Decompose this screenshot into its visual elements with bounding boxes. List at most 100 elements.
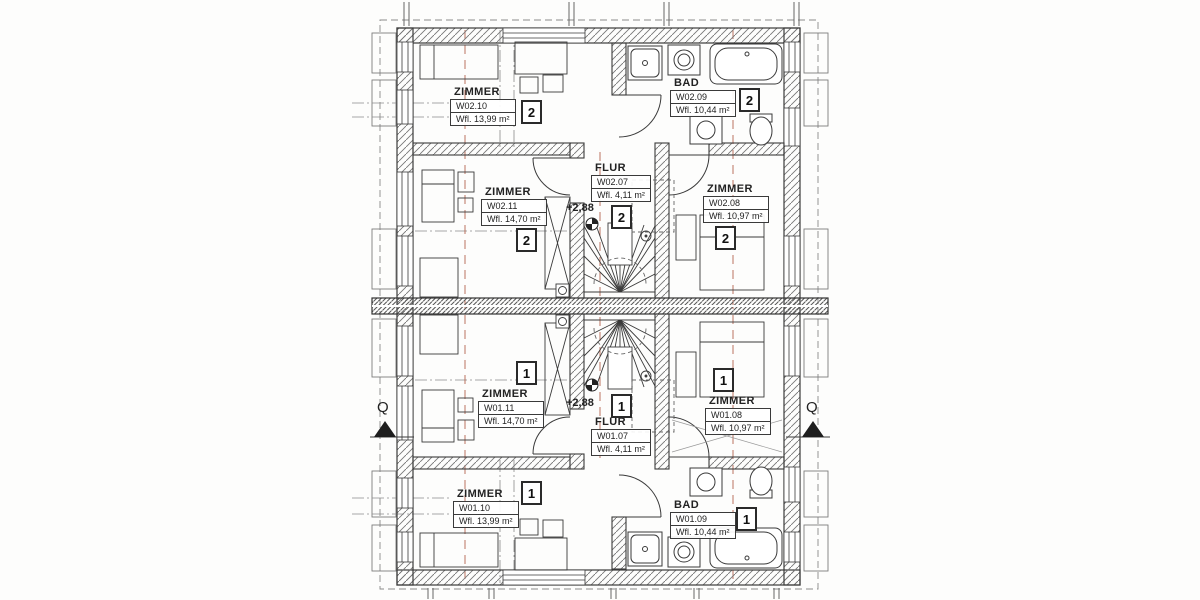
room-name: ZIMMER [707, 183, 753, 195]
room-name: ZIMMER [485, 186, 531, 198]
wardrobe-w02-11 [544, 196, 571, 298]
room-label-w01-07: FLUR W01.07 Wfl. 4,11 m² [591, 416, 651, 457]
room-label-w02-11: ZIMMER W02.11 Wfl. 14,70 m² [481, 186, 547, 227]
room-name: ZIMMER [454, 86, 500, 98]
room-area: Wfl. 13,99 m² [459, 516, 513, 526]
bath-fixtures-unit-1 [627, 466, 783, 569]
toilet-unit-1 [749, 466, 773, 499]
bathtub-unit-1 [709, 527, 783, 569]
unit-badge: 1 [713, 368, 734, 392]
room-name: BAD [674, 499, 700, 511]
room-name: BAD [674, 77, 700, 89]
room-label-w02-08: ZIMMER W02.08 Wfl. 10,97 m² [703, 183, 769, 224]
interior-walls [412, 42, 785, 570]
room-label-w01-09: BAD W01.09 Wfl. 10,44 m² [670, 499, 736, 540]
bathtub-unit-2 [709, 43, 783, 85]
room-area: Wfl. 14,70 m² [487, 214, 541, 224]
bath-fixtures-unit-2 [627, 43, 783, 146]
elevation-point-icon [585, 217, 599, 236]
room-id: W02.09 [671, 91, 735, 104]
washbasin-unit-1 [667, 536, 701, 568]
chair-w02-10a [519, 76, 539, 94]
room-id: W01.10 [454, 502, 518, 515]
room-name: ZIMMER [482, 388, 528, 400]
room-name: ZIMMER [457, 488, 503, 500]
room-id: W01.08 [706, 409, 770, 422]
room-area: Wfl. 13,99 m² [456, 114, 510, 124]
washbasin-unit-2 [667, 44, 701, 76]
staircase-unit-1 [583, 319, 675, 433]
room-area: Wfl. 10,97 m² [711, 423, 765, 433]
room-id: W01.11 [479, 402, 543, 415]
unit-badge: 1 [611, 394, 632, 418]
cabinet-w02-11b [457, 197, 474, 213]
unit-badge: 2 [611, 205, 632, 229]
bed-w01-11a [421, 389, 455, 443]
chair-w01-10b [542, 519, 564, 538]
bed-w02-11b [419, 257, 459, 298]
room-name: ZIMMER [709, 395, 755, 407]
party-wall [371, 297, 829, 315]
door-swings [532, 94, 710, 518]
unit-badge: 2 [516, 228, 537, 252]
room-id: W02.11 [482, 200, 546, 213]
section-marker-q-right: Q [806, 399, 818, 416]
section-marker-q-left: Q [377, 399, 389, 416]
desk-w02-10 [514, 41, 568, 75]
windows [396, 27, 801, 586]
section-marker-lines [370, 421, 830, 438]
elevation-label-unit-2: +2,88 [566, 202, 594, 214]
room-area: Wfl. 10,44 m² [676, 105, 730, 115]
shower-unit-1 [627, 531, 663, 567]
elevation-point-icon [585, 378, 599, 397]
room-label-w02-07: FLUR W02.07 Wfl. 4,11 m² [591, 162, 651, 203]
room-id: W02.08 [704, 197, 768, 210]
room-area: Wfl. 10,44 m² [676, 527, 730, 537]
room-area: Wfl. 10,97 m² [709, 211, 763, 221]
shower-unit-2 [627, 45, 663, 81]
bed-w02-11a [421, 169, 455, 223]
room-area: Wfl. 4,11 m² [597, 190, 645, 200]
unit-badge: 1 [521, 481, 542, 505]
unit-badge: 2 [739, 88, 760, 112]
furniture [419, 41, 783, 571]
dimension-ticks [403, 2, 800, 599]
unit-badge: 2 [715, 226, 736, 250]
sink-unit-2 [689, 115, 723, 145]
wardrobe-w01-11 [544, 314, 571, 416]
unit-badge: 2 [521, 100, 542, 124]
chair-w02-10b [542, 74, 564, 93]
room-id: W01.07 [592, 430, 650, 443]
room-label-w02-10: ZIMMER W02.10 Wfl. 13,99 m² [450, 86, 516, 127]
cabinet-w01-08 [675, 351, 697, 398]
room-id: W02.07 [592, 176, 650, 189]
dormer-outlines [371, 32, 829, 572]
room-id: W02.10 [451, 100, 515, 113]
desk-w01-10 [514, 537, 568, 571]
room-id: W01.09 [671, 513, 735, 526]
room-label-w01-11: ZIMMER W01.11 Wfl. 14,70 m² [478, 388, 544, 429]
elevation-label-unit-1: +2,88 [566, 397, 594, 409]
cabinet-w02-08 [675, 214, 697, 261]
staircase-unit-2 [583, 179, 675, 293]
room-label-w02-09: BAD W02.09 Wfl. 10,44 m² [670, 77, 736, 118]
room-name: FLUR [595, 416, 626, 428]
room-name: FLUR [595, 162, 626, 174]
cabinet-w01-11b [457, 397, 474, 413]
room-area: Wfl. 4,11 m² [597, 444, 645, 454]
room-label-w01-10: ZIMMER W01.10 Wfl. 13,99 m² [453, 488, 519, 529]
chair-w01-10a [519, 518, 539, 536]
unit-badge: 1 [516, 361, 537, 385]
bed-w01-08 [699, 321, 765, 398]
toilet-unit-2 [749, 113, 773, 146]
cabinet-w02-11a [457, 171, 475, 193]
sink-unit-1 [689, 467, 723, 497]
room-area: Wfl. 14,70 m² [484, 416, 538, 426]
bed-w02-10 [419, 44, 499, 80]
bed-w01-10 [419, 532, 499, 568]
room-label-w01-08: ZIMMER W01.08 Wfl. 10,97 m² [705, 395, 771, 436]
cabinet-w01-11a [457, 419, 475, 441]
bed-w01-11b [419, 314, 459, 355]
